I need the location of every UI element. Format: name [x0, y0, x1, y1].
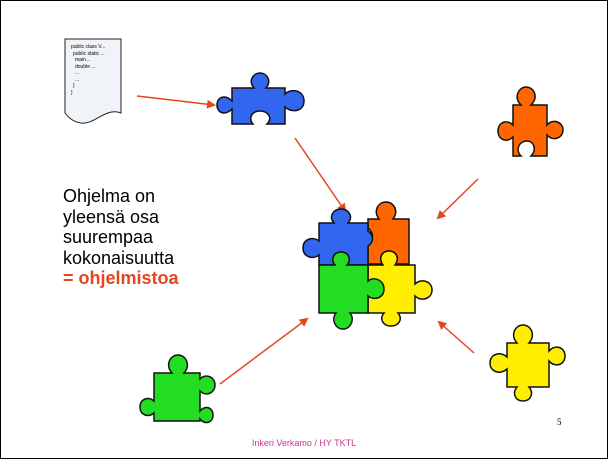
code-line: public class V...	[71, 44, 106, 50]
body-text: Ohjelma on yleensä osa suurempaa kokonai…	[63, 186, 179, 289]
assembled-yellow-piece	[367, 250, 433, 327]
body-text-line: kokonaisuutta	[63, 247, 175, 268]
footer-credit: Inkeri Verkamo / HY TKTL	[251, 438, 357, 448]
arrow-green-piece-to-assembly	[219, 317, 309, 385]
body-text-highlight: = ohjelmistoa	[63, 268, 179, 288]
body-text-line: yleensä osa	[63, 206, 160, 227]
code-line: ...	[75, 76, 80, 83]
green-puzzle-piece	[139, 354, 216, 424]
code-document-icon	[64, 38, 122, 124]
arrow-document-to-blue-piece	[136, 95, 216, 109]
arrow-orange-piece-to-assembly	[436, 178, 479, 220]
arrow-blue-piece-to-assembly	[294, 137, 347, 213]
body-text-line: suurempaa	[63, 227, 154, 247]
yellow-puzzle-piece	[489, 324, 566, 402]
orange-puzzle-piece	[497, 86, 564, 157]
code-line: }	[73, 83, 75, 89]
body-text-line: Ohjelma on	[63, 186, 156, 206]
assembled-puzzle	[302, 201, 433, 330]
code-line: public static ...	[73, 50, 105, 57]
code-line: main...	[75, 57, 91, 63]
arrow-yellow-piece-to-assembly	[437, 320, 475, 354]
page-number: 5	[557, 417, 562, 427]
code-line: double ...	[75, 63, 96, 70]
code-line: }	[71, 89, 73, 96]
blue-puzzle-piece	[216, 72, 305, 125]
assembled-green-piece	[318, 251, 385, 330]
code-line: ...	[75, 70, 80, 76]
